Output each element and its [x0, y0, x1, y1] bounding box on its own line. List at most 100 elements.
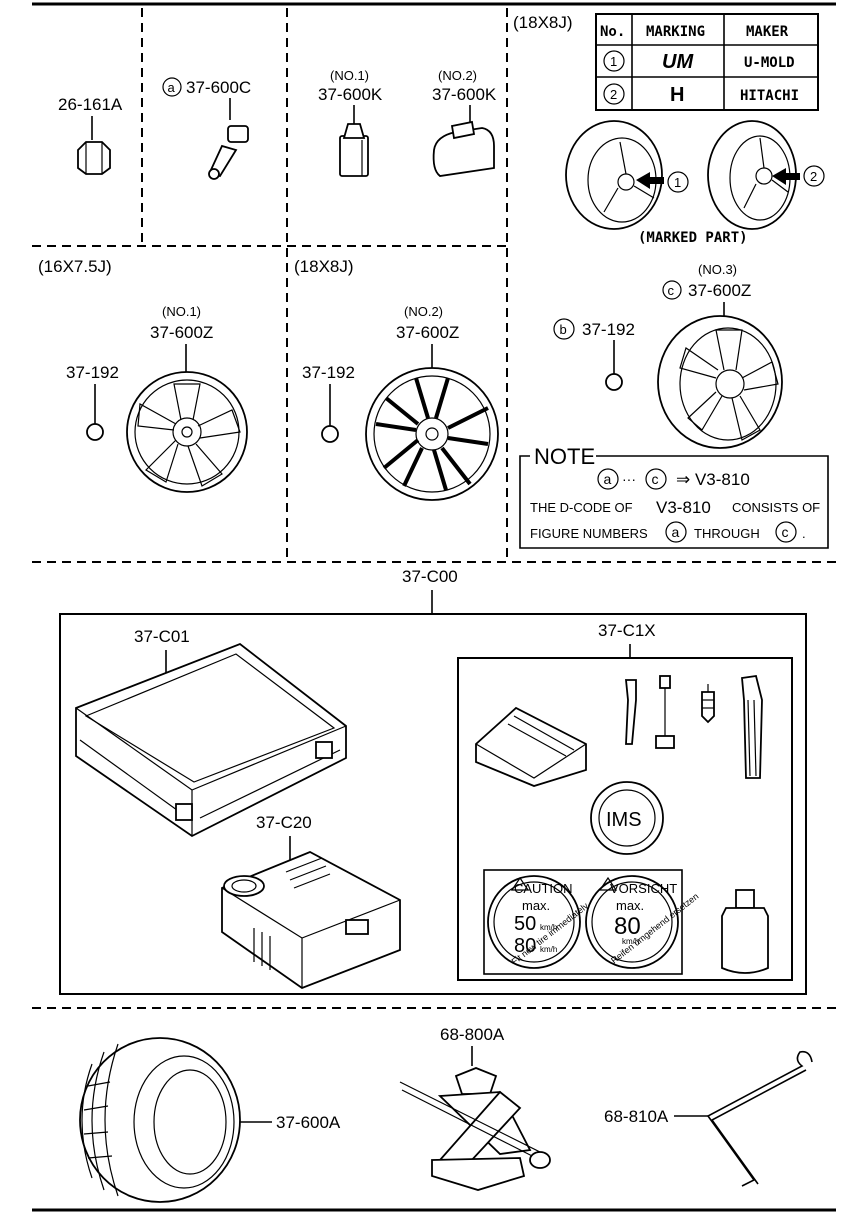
label-37-c1x: 37-C1X — [598, 621, 656, 640]
repair-kit-box — [457, 657, 793, 981]
tire-tread — [81, 1043, 119, 1197]
label-no3: (NO.3) — [698, 262, 737, 277]
scissor-jack — [399, 1067, 551, 1191]
label-37-600k-1: 37-600K — [318, 85, 383, 104]
label-37-192-3: 37-192 — [582, 320, 635, 339]
vorsicht-sticker: VORSICHT max. 80 km/h Reifen umgehend er… — [585, 875, 700, 969]
note-title: NOTE — [534, 444, 595, 469]
note-code: V3-810 — [656, 498, 711, 517]
note-text: . — [802, 526, 806, 541]
callout-1: 1 — [674, 175, 681, 190]
note-arrow-code: ⇒ V3-810 — [676, 470, 750, 489]
lug-nut — [77, 141, 111, 175]
wheel-marked-1: 1 — [565, 120, 689, 230]
note-separator: ··· — [622, 471, 636, 487]
table-header-no: No. — [600, 24, 625, 40]
callout-a: a — [162, 77, 182, 97]
screwdriver — [741, 674, 763, 779]
note-callout-c: c — [782, 524, 789, 540]
center-cap-2 — [321, 425, 339, 443]
table-header-marking: MARKING — [646, 24, 705, 40]
air-compressor — [221, 851, 401, 990]
caution-unit: km/h — [540, 945, 557, 954]
label-37-600z-3: 37-600Z — [688, 281, 751, 300]
valve-core-tool — [655, 675, 675, 749]
center-cap-3 — [605, 373, 623, 391]
table-row-marking: H — [670, 84, 684, 106]
caution-max: max. — [522, 898, 550, 913]
table-header-maker: MAKER — [746, 24, 789, 40]
vorsicht-max: max. — [616, 898, 644, 913]
caution-title: CAUTION — [514, 881, 573, 896]
callout-2: 2 — [810, 169, 817, 184]
valve-core — [701, 684, 715, 724]
label-37-600z-2: 37-600Z — [396, 323, 459, 342]
caution-sticker: CAUTION max. 50 80 km/h km/h Fit new tir… — [487, 875, 591, 969]
tool-case — [75, 642, 347, 838]
marking-table: No. MARKING MAKER 1 UM U-MOLD 2 H HITACH… — [595, 13, 819, 111]
size-label-16x7-5j: (16X7.5J) — [38, 257, 112, 276]
label-no1: (NO.1) — [162, 304, 201, 319]
vorsicht-unit: km/h — [622, 937, 639, 946]
label-37-c00: 37-C00 — [402, 567, 458, 586]
wheel-16x7-5j — [126, 371, 248, 493]
tire-valve — [208, 125, 249, 180]
table-row-no: 1 — [610, 54, 617, 69]
sealant-bottle — [721, 889, 769, 974]
vorsicht-speed: 80 — [614, 913, 641, 940]
note-text: CONSISTS OF — [732, 500, 820, 515]
caution-unit: km/h — [540, 923, 557, 932]
note-callout-a: a — [604, 471, 612, 487]
callout-b: b — [553, 318, 575, 340]
center-cap-1 — [86, 423, 104, 441]
caution-speed-2: 80 — [514, 935, 536, 957]
wheel-18x8j-no3 — [657, 315, 783, 449]
note-callout-a: a — [672, 524, 680, 540]
svg-text:a: a — [168, 80, 176, 95]
valve-hose — [625, 679, 637, 745]
spare-tire — [79, 1037, 241, 1203]
ims-sticker: IMS — [590, 781, 664, 855]
note-text: THE D-CODE OF — [530, 500, 633, 515]
marked-part-label: (MARKED PART) — [638, 230, 748, 246]
vorsicht-title: VORSICHT — [610, 881, 677, 896]
balance-weight-2 — [432, 120, 495, 177]
kit-box — [59, 613, 807, 995]
label-37-600z-1: 37-600Z — [150, 323, 213, 342]
wheel-spokes — [679, 329, 779, 441]
label-no1: (NO.1) — [330, 68, 369, 83]
label-37-600k-2: 37-600K — [432, 85, 497, 104]
label-no2: (NO.2) — [404, 304, 443, 319]
label-37-192-1: 37-192 — [66, 363, 119, 382]
label-68-810a: 68-810A — [604, 1107, 669, 1126]
speed-stickers-sheet — [483, 869, 683, 975]
size-label-18x8j-b: (18X8J) — [294, 257, 354, 276]
label-68-800a: 68-800A — [440, 1025, 505, 1044]
size-label-18x8j-a: (18X8J) — [513, 13, 573, 32]
label-37-600c: 37-600C — [186, 78, 251, 97]
table-row-maker: U-MOLD — [744, 55, 795, 71]
table-row-marking: UM — [662, 51, 694, 73]
wheel-spokes — [375, 377, 489, 491]
label-37-600a: 37-600A — [276, 1113, 341, 1132]
ims-text: IMS — [606, 809, 642, 831]
wheel-18x8j-split — [365, 367, 499, 501]
wheel-spokes — [137, 383, 241, 487]
note-text: THROUGH — [694, 526, 760, 541]
table-row-no: 2 — [610, 87, 617, 102]
label-26-161a: 26-161A — [58, 95, 123, 114]
note-callout-c: c — [652, 471, 659, 487]
wheel-marked-2: 2 — [707, 120, 825, 230]
label-37-c20: 37-C20 — [256, 813, 312, 832]
note-box: NOTE a ··· c ⇒ V3-810 THE D-CODE OF V3-8… — [519, 444, 829, 549]
label-37-192-2: 37-192 — [302, 363, 355, 382]
label-no2: (NO.2) — [438, 68, 477, 83]
svg-text:c: c — [668, 283, 675, 298]
table-row-maker: HITACHI — [740, 88, 799, 104]
svg-text:b: b — [560, 322, 567, 337]
label-37-c01: 37-C01 — [134, 627, 190, 646]
note-text: FIGURE NUMBERS — [530, 526, 648, 541]
jack-handle — [706, 1050, 813, 1187]
caution-speed-1: 50 — [514, 913, 536, 935]
